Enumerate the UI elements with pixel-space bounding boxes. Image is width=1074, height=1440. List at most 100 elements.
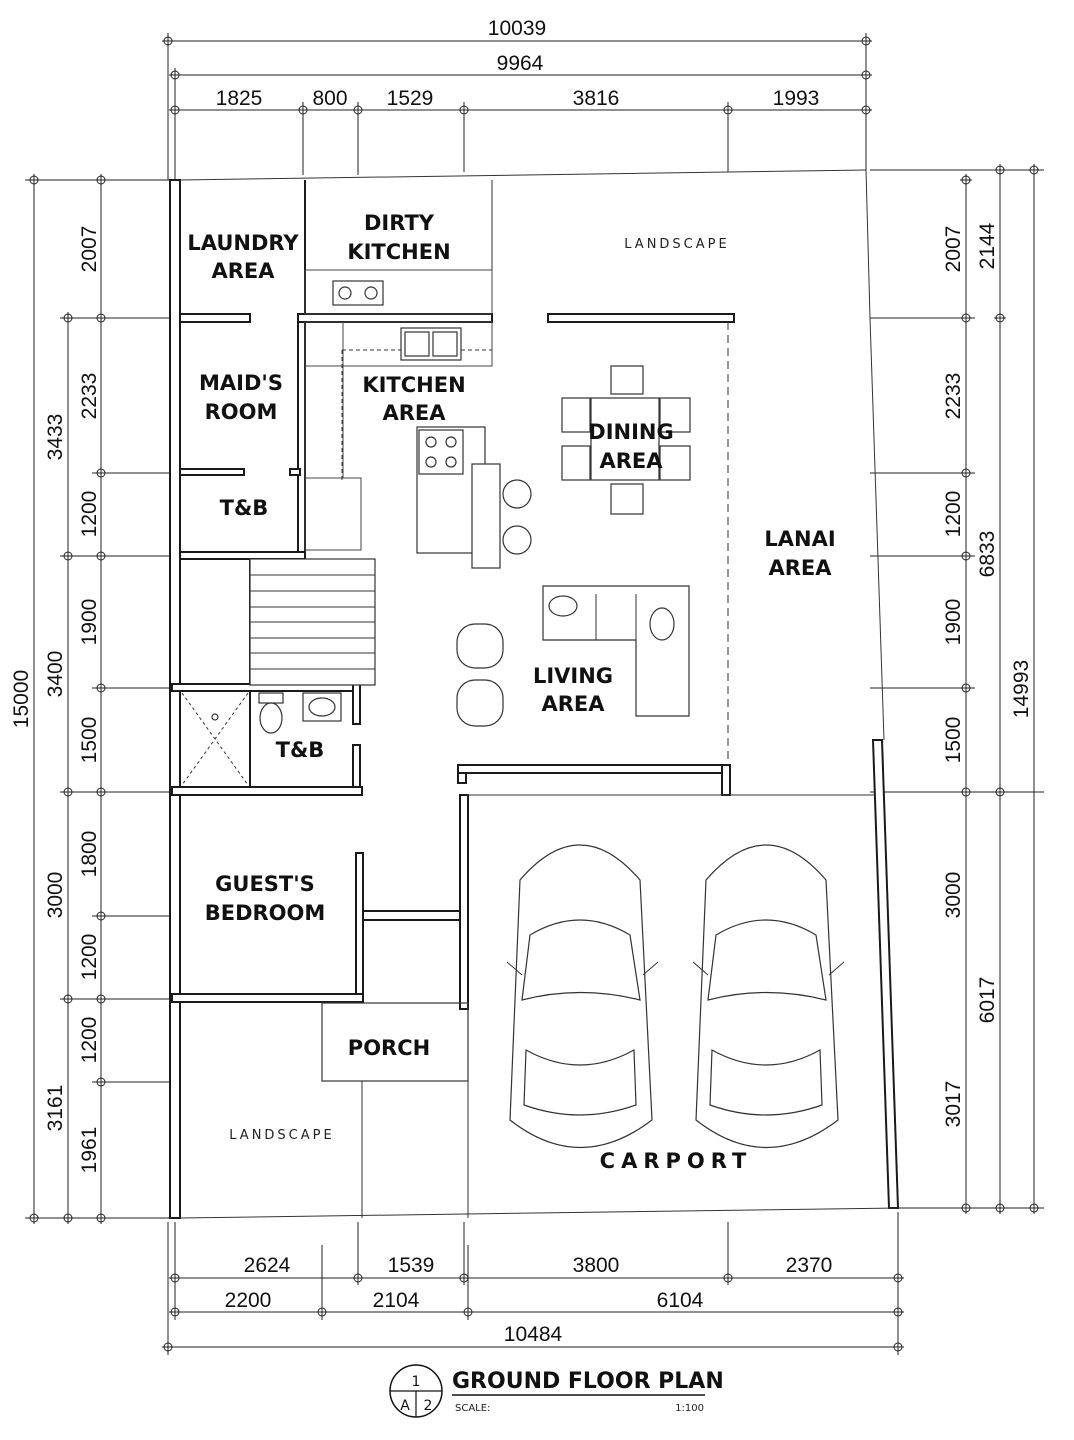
porch-label: PORCH (348, 1036, 430, 1060)
dimension-tick-cross (960, 682, 972, 694)
dimension-tick-cross (162, 35, 174, 47)
dim-left-seg: 1961 (78, 1127, 101, 1174)
dim-right-seg: 1200 (942, 491, 965, 538)
dim-right-group: 6017 (976, 977, 999, 1024)
dim-left-group: 3161 (44, 1085, 67, 1132)
dimension-tick-cross (352, 1272, 364, 1284)
dimension-tick-cross (994, 312, 1006, 324)
dim-left-group: 3400 (44, 651, 67, 698)
maids-room-label-1: MAID'S (199, 371, 283, 395)
dim-left-overall: 15000 (10, 670, 33, 728)
title-block: 1 A 2 GROUND FLOOR PLAN SCALE: 1:100 (389, 1364, 724, 1418)
dimension-tick-cross (62, 993, 74, 1005)
dimension-tick-cross (169, 69, 181, 81)
dim-top-overall: 10039 (488, 17, 546, 40)
dimension-tick-cross (169, 104, 181, 116)
dimension-tick-cross (169, 1272, 181, 1284)
dimension-tick-cross (62, 1212, 74, 1224)
dimension-tick-cross (994, 786, 1006, 798)
plan-title: GROUND FLOOR PLAN (452, 1369, 724, 1394)
landscape-bottom-label: LANDSCAPE (229, 1128, 334, 1143)
dim-top-seg: 1529 (387, 87, 434, 110)
living-area-label-2: AREA (541, 692, 605, 716)
lanai-area-label-2: AREA (768, 556, 832, 580)
car-icon (692, 844, 845, 1148)
dirty-kitchen-label-1: DIRTY (364, 211, 435, 235)
dim-top-seg: 800 (312, 87, 347, 110)
dimension-tick-cross (297, 104, 309, 116)
dimension-tick-cross (860, 69, 872, 81)
tb-lower-label: T&B (276, 738, 325, 762)
dimension-tick-cross (860, 35, 872, 47)
dimension-tick-cross (95, 312, 107, 324)
dim-top-seg: 1825 (216, 87, 263, 110)
dimension-tick-cross (95, 682, 107, 694)
dim-bottom-seg: 2370 (786, 1254, 833, 1277)
dim-left-group: 3433 (44, 414, 67, 461)
scale-label: SCALE: (455, 1403, 490, 1414)
dim-left-seg: 1500 (78, 717, 101, 764)
dim-bottom-second: 6104 (657, 1289, 704, 1312)
dimension-tick-cross (169, 1306, 181, 1318)
laundry-area-label-2: AREA (211, 259, 275, 283)
armchair-icon (456, 623, 504, 669)
armchair-icon (456, 679, 504, 727)
landscape-top-label: LANDSCAPE (624, 237, 729, 252)
dim-left-seg: 1200 (78, 491, 101, 538)
guest-bedroom-label-2: BEDROOM (205, 901, 326, 925)
dim-top-seg: 1993 (773, 87, 820, 110)
dim-bottom-overall: 10484 (504, 1323, 563, 1346)
dimension-tick-cross (722, 1272, 734, 1284)
dimension-tick-cross (95, 1212, 107, 1224)
dim-top-second: 9964 (497, 52, 544, 75)
car-icon (506, 844, 659, 1148)
dim-right-group: 2144 (976, 222, 999, 269)
fixtures (181, 280, 845, 1148)
dimension-tick-cross (860, 104, 872, 116)
dim-bottom-seg: 1539 (388, 1254, 435, 1277)
dirty-kitchen-label-2: KITCHEN (347, 240, 450, 264)
toilet-icon (258, 692, 284, 734)
dim-right-overall: 14993 (1010, 660, 1033, 718)
kitchen-area-label-1: KITCHEN (362, 373, 465, 397)
dim-right-seg: 2007 (942, 226, 965, 273)
dimension-tick-cross (722, 104, 734, 116)
dimension-tick-cross (95, 786, 107, 798)
lanai-area-label-1: LANAI (764, 527, 835, 551)
dim-right-seg: 1500 (942, 717, 965, 764)
dimension-tick-cross (162, 1341, 174, 1353)
dim-right-seg: 2233 (942, 373, 965, 420)
dimension-tick-cross (994, 164, 1006, 176)
dimension-tick-cross (458, 104, 470, 116)
scale-value: 1:100 (675, 1403, 704, 1414)
laundry-area-label-1: LAUNDRY (187, 231, 299, 255)
dimension-tick-cross (960, 786, 972, 798)
dimension-tick-cross (892, 1341, 904, 1353)
maids-room-label-2: ROOM (205, 400, 278, 424)
dimension-tick-cross (892, 1272, 904, 1284)
dim-left-seg: 1200 (78, 1017, 101, 1064)
dimension-tick-cross (960, 550, 972, 562)
stool-icon (502, 525, 532, 555)
dimension-tick-cross (960, 467, 972, 479)
dimension-tick-cross (95, 910, 107, 922)
dimension-lines (25, 33, 1044, 1355)
dimension-tick-cross (28, 174, 40, 186)
dimension-tick-cross (62, 312, 74, 324)
dimension-tick-cross (352, 104, 364, 116)
dimension-tick-cross (1028, 164, 1040, 176)
dimension-tick-cross (95, 550, 107, 562)
dimension-tick-cross (960, 1202, 972, 1214)
dim-left-seg: 1900 (78, 599, 101, 646)
dimension-tick-cross (95, 993, 107, 1005)
dim-top-seg: 3816 (573, 87, 620, 110)
dim-right-group: 6833 (976, 531, 999, 578)
dimension-tick-cross (462, 1306, 474, 1318)
dim-left-seg: 1200 (78, 934, 101, 981)
dining-area-label-2: AREA (599, 449, 663, 473)
dim-right-seg: 3017 (942, 1081, 965, 1128)
dimension-tick-cross (95, 467, 107, 479)
sheet-number: 1 (412, 1374, 421, 1390)
dimension-ticks (28, 35, 1040, 1353)
